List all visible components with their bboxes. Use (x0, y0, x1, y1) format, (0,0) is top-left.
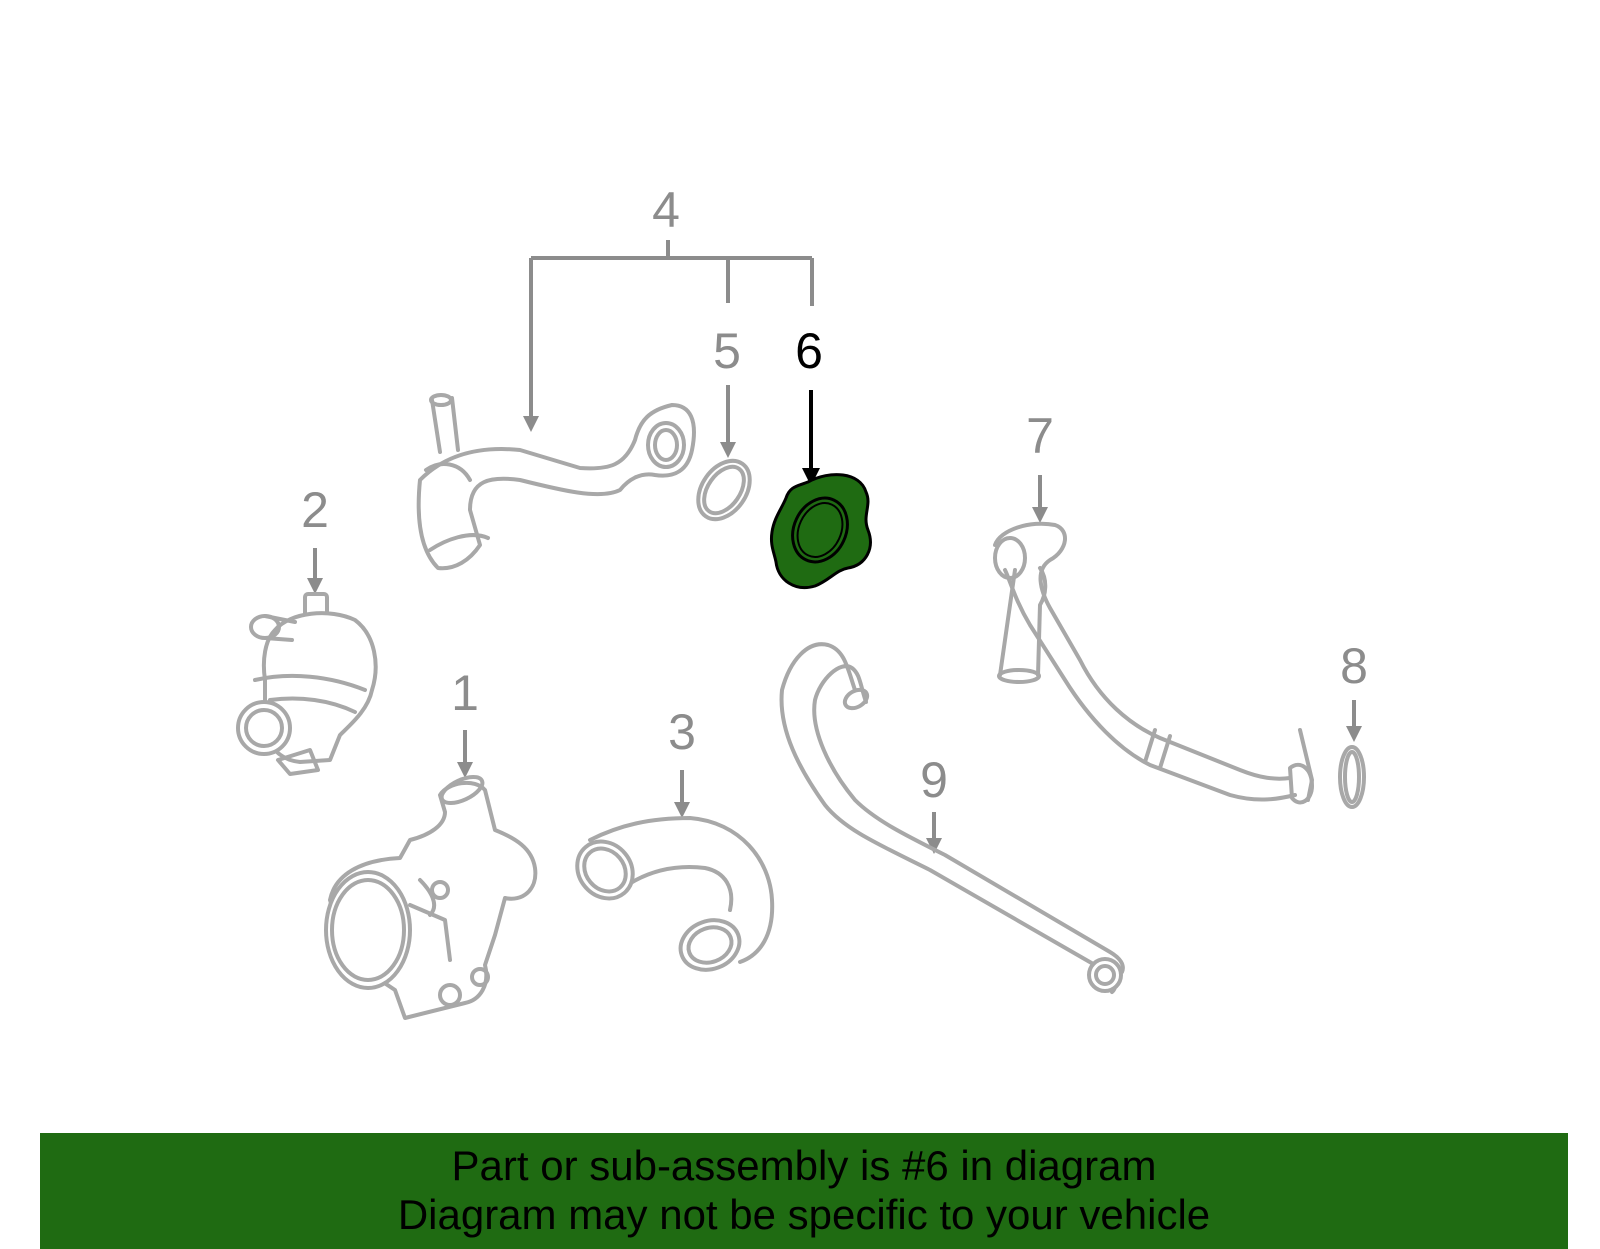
part-4-coolant-pipe (416, 393, 696, 571)
callout-4-bracket (523, 240, 814, 432)
part-8-o-ring (1338, 745, 1366, 809)
part-6-gasket-highlighted (770, 473, 872, 589)
callout-7: 7 (1026, 408, 1054, 464)
callout-3: 3 (668, 704, 696, 760)
part-1-water-pump (324, 775, 538, 1020)
leader-7 (1032, 475, 1048, 523)
leader-6 (802, 390, 820, 486)
callout-9: 9 (920, 752, 948, 808)
callout-4: 4 (652, 182, 680, 238)
info-banner: Part or sub-assembly is #6 in diagram Di… (40, 1133, 1568, 1249)
part-2-thermostat (236, 592, 378, 776)
banner-line-2: Diagram may not be specific to your vehi… (397, 1191, 1211, 1238)
leader-2 (307, 548, 323, 594)
callout-8: 8 (1340, 638, 1368, 694)
part-9-long-hose (779, 642, 1125, 994)
leader-1 (457, 730, 473, 778)
callout-2: 2 (301, 482, 329, 538)
callout-6: 6 (795, 323, 823, 379)
leader-3 (674, 770, 690, 818)
callout-1: 1 (451, 665, 479, 721)
leader-5 (720, 385, 736, 458)
leader-8 (1346, 700, 1362, 742)
leader-9 (926, 812, 942, 854)
part-5-o-ring (696, 458, 752, 522)
part-3-u-hose (575, 816, 775, 972)
part-7-coolant-pipe (993, 521, 1314, 805)
callout-5: 5 (713, 323, 741, 379)
banner-line-1: Part or sub-assembly is #6 in diagram (451, 1142, 1157, 1189)
